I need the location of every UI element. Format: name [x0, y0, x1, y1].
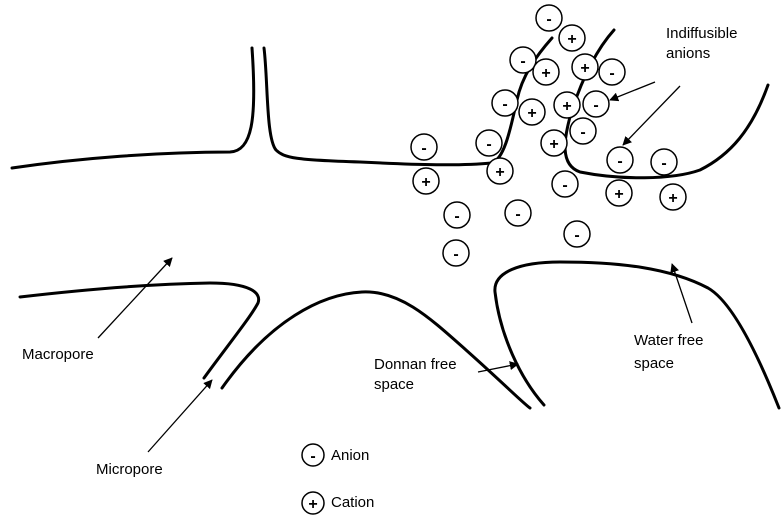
label-indiffusible-line1: Indiffusible [666, 25, 737, 42]
label-micropore: Micropore [96, 461, 163, 478]
anion-ion: - [476, 130, 502, 156]
anion-ion-symbol: - [593, 97, 598, 114]
anion-ion-symbol: - [454, 208, 459, 225]
cation-ion: + [606, 180, 632, 206]
arrows [98, 82, 692, 452]
anion-ion-symbol: - [609, 65, 614, 82]
cation-ion: + [572, 54, 598, 80]
cation-ion-symbol: + [549, 136, 558, 153]
anion-ion-symbol: - [546, 11, 551, 28]
cation-ion-symbol: + [527, 105, 536, 122]
anion-ion: - [505, 200, 531, 226]
anion-ion: - [444, 202, 470, 228]
anion-ion-symbol: - [580, 124, 585, 141]
anion-ion-symbol: - [486, 136, 491, 153]
anion-ion: - [583, 91, 609, 117]
legend-cation-label: Cation [331, 494, 374, 511]
anion-ion: - [651, 149, 677, 175]
anion-ion-symbol: - [661, 155, 666, 172]
cation-ion: + [559, 25, 585, 51]
cation-ion: + [487, 158, 513, 184]
cation-ion-symbol: + [495, 164, 504, 181]
cation-ion-symbol: + [421, 174, 430, 191]
cation-ion-symbol: + [567, 31, 576, 48]
label-donnan-line2: space [374, 376, 414, 393]
cation-ion-symbol: + [668, 190, 677, 207]
cation-ion-symbol: + [580, 60, 589, 77]
anion-ion: - [607, 147, 633, 173]
anion-ion-symbol: - [574, 227, 579, 244]
arrow-micropore [148, 380, 212, 452]
legend-cation-symbol: + [308, 496, 317, 513]
anion-ion-symbol: - [562, 177, 567, 194]
anion-ion: - [492, 90, 518, 116]
label-macropore: Macropore [22, 346, 94, 363]
anion-ion: - [599, 59, 625, 85]
labels: Indiffusible anions Macropore Micropore … [22, 25, 737, 478]
legend: - Anion + Cation [302, 444, 374, 514]
cation-ion-symbol: + [614, 186, 623, 203]
anion-ion-symbol: - [502, 96, 507, 113]
label-indiffusible-line2: anions [666, 45, 710, 62]
anion-ion-symbol: - [520, 53, 525, 70]
cation-ion: + [413, 168, 439, 194]
arrow-water [672, 264, 692, 323]
cation-ion-symbol: + [541, 65, 550, 82]
anion-ion-symbol: - [421, 140, 426, 157]
anion-ion-symbol: - [515, 206, 520, 223]
cation-ion: + [541, 130, 567, 156]
anion-ion: - [510, 47, 536, 73]
label-water-line2: space [634, 355, 674, 372]
legend-cation: + Cation [302, 492, 374, 514]
anion-ion-symbol: - [453, 246, 458, 263]
legend-anion-symbol: - [310, 448, 315, 465]
anion-ion: - [443, 240, 469, 266]
cation-ion: + [533, 59, 559, 85]
cation-ion: + [519, 99, 545, 125]
legend-anion-label: Anion [331, 447, 369, 464]
pore-walls [12, 30, 779, 408]
cation-ion-symbol: + [562, 98, 571, 115]
cation-ion: + [660, 184, 686, 210]
anion-ion: - [552, 171, 578, 197]
anion-ion-symbol: - [617, 153, 622, 170]
upper-left-wall [12, 48, 254, 168]
anion-ion: - [411, 134, 437, 160]
label-water-line1: Water free [634, 332, 703, 349]
legend-anion: - Anion [302, 444, 369, 466]
lower-left-wall [20, 283, 259, 378]
cation-ion: + [554, 92, 580, 118]
anion-ion: - [564, 221, 590, 247]
anion-ion: - [570, 118, 596, 144]
label-donnan-line1: Donnan free [374, 356, 457, 373]
arrow-indiffusible-2 [623, 86, 680, 145]
arrow-macropore [98, 258, 172, 338]
anion-ion: - [536, 5, 562, 31]
